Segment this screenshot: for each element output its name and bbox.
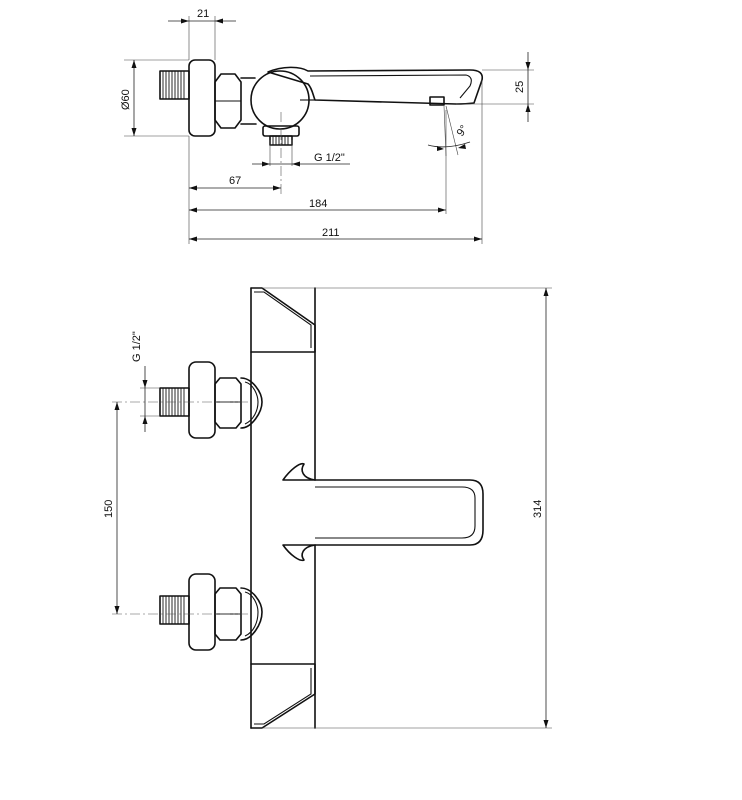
dim-211-label: 211 [322, 227, 340, 239]
top-flange [188, 59, 216, 137]
top-thread-label: G 1/2" [314, 152, 345, 164]
front-bottom-cap [250, 663, 316, 729]
front-body [250, 287, 316, 729]
top-aerator [429, 96, 445, 106]
front-top-cap [250, 287, 316, 353]
dim-diameter-label: Ø60 [120, 89, 132, 110]
front-thread-label: G 1/2" [131, 331, 143, 362]
front-lower-inlet [159, 573, 263, 651]
dim-25-label: 25 [514, 81, 526, 93]
front-view: G 1/2" 150 314 [103, 287, 552, 729]
top-inlet-thread [159, 70, 190, 100]
dim-150-label: 150 [103, 500, 115, 518]
top-hex-nut [214, 73, 242, 129]
dim-angle-label: 9° [455, 123, 471, 139]
top-view: 21 Ø60 25 9° G 1/2" 67 [120, 8, 534, 244]
dim-67-label: 67 [229, 175, 241, 187]
dim-184-label: 184 [309, 198, 327, 210]
dim-21-label: 21 [197, 8, 209, 20]
front-spout [282, 462, 484, 562]
top-spout [267, 66, 484, 105]
dim-314-label: 314 [532, 500, 544, 518]
top-connector [240, 77, 257, 125]
front-upper-inlet [159, 361, 263, 439]
